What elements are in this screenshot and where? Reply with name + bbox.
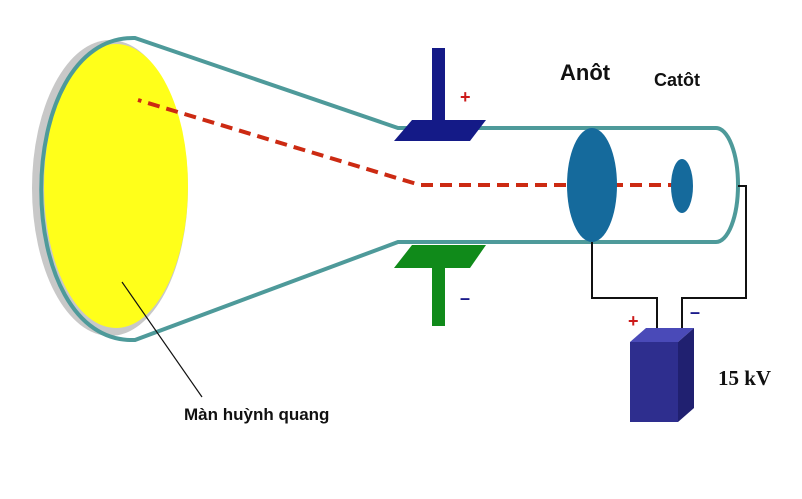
plate-bottom-sign: – bbox=[460, 288, 470, 308]
anode bbox=[567, 128, 617, 242]
voltage-label: 15 kV bbox=[718, 366, 771, 390]
tube-outline bbox=[39, 35, 740, 343]
battery bbox=[630, 328, 694, 422]
battery-minus-sign: – bbox=[690, 302, 700, 322]
fluorescent-screen bbox=[44, 44, 188, 328]
cathode-return-wire bbox=[681, 185, 747, 330]
battery-plus-sign: + bbox=[628, 311, 639, 331]
cathode-label: Catôt bbox=[654, 70, 700, 90]
deflection-plate-positive bbox=[394, 48, 486, 141]
anode-wire bbox=[591, 242, 658, 330]
screen-label: Màn huỳnh quang bbox=[184, 405, 329, 424]
plate-top-sign: + bbox=[460, 87, 471, 107]
cathode bbox=[671, 159, 693, 213]
deflection-plate-negative bbox=[394, 245, 486, 326]
screen-pointer-line bbox=[121, 281, 203, 398]
anode-label: Anôt bbox=[560, 60, 611, 85]
